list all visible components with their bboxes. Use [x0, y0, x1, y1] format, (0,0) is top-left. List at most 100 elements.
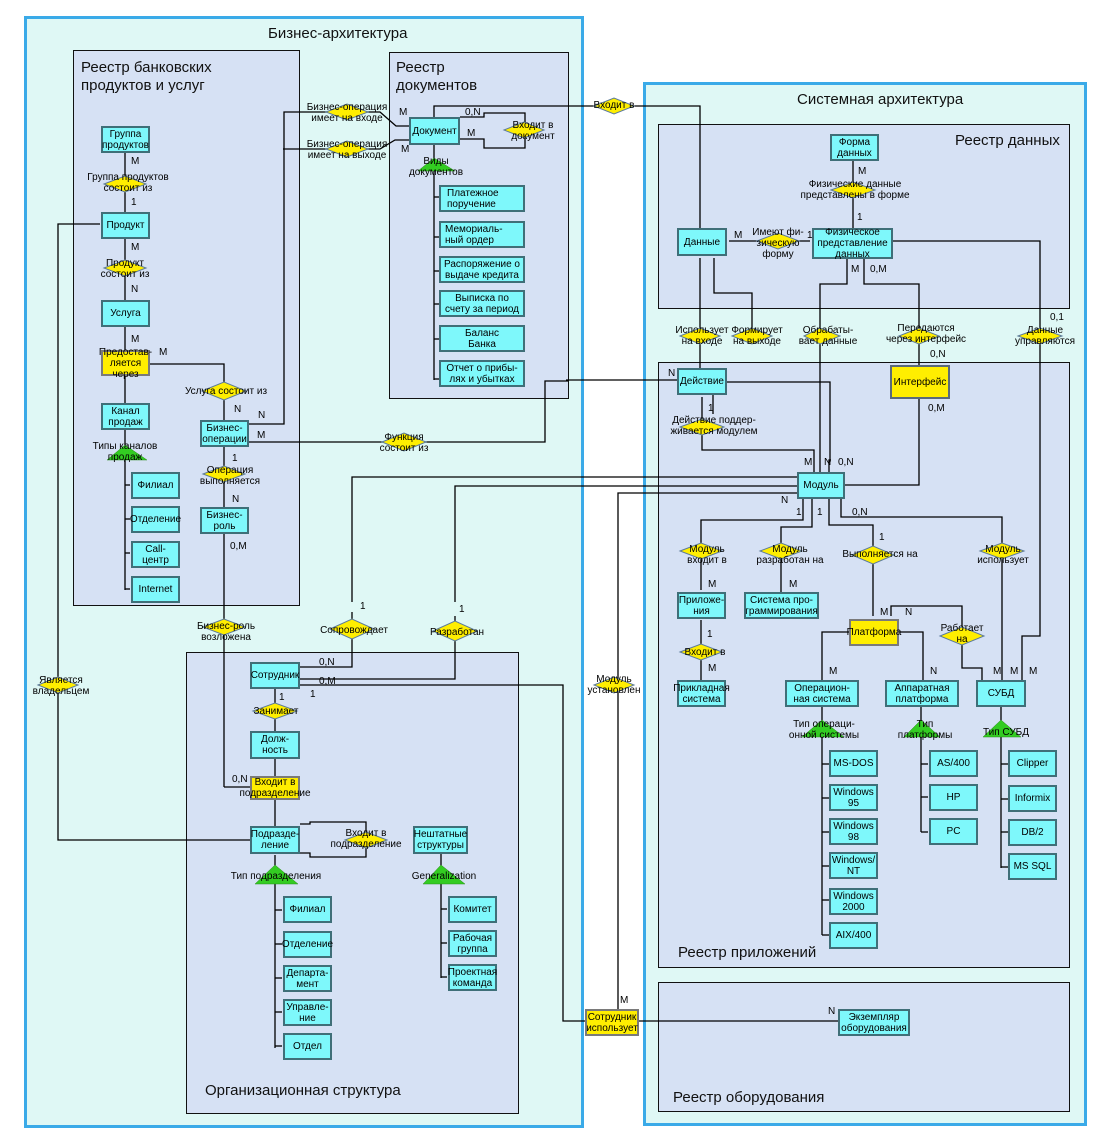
cardinality: 0,M	[319, 676, 336, 687]
entity-doc-statement[interactable]: Выписка по счету за период	[439, 290, 525, 317]
entity-equipment-instance[interactable]: Экземпляр оборудования	[838, 1009, 910, 1036]
label-dbms-type: Тип СУБД	[982, 727, 1030, 738]
entity-programming-system[interactable]: Система про- граммирования	[744, 592, 819, 619]
entity-dept-office[interactable]: Отделение	[282, 931, 333, 958]
entity-data-form[interactable]: Форма данных	[830, 134, 879, 161]
entity-doc-payment-order[interactable]: Платежное поручение	[439, 185, 525, 212]
label-action-supported: Действие поддер- живается модулем	[670, 415, 758, 437]
cardinality: 1	[879, 532, 885, 543]
entity-doc-pnl[interactable]: Отчет о прибы- лях и убытках	[439, 360, 525, 387]
entity-operating-system[interactable]: Операцион- ная система	[785, 680, 859, 707]
entity-informal-structures[interactable]: Нештатные структуры	[413, 826, 468, 854]
cardinality: 1	[360, 601, 366, 612]
entity-db-clipper[interactable]: Clipper	[1008, 750, 1057, 777]
cardinality: 1	[817, 507, 823, 518]
entity-project-team[interactable]: Проектная команда	[448, 964, 497, 991]
entity-work-group[interactable]: Рабочая группа	[448, 930, 497, 957]
entity-os-winnt[interactable]: Windows/ NT	[829, 852, 878, 879]
entity-employee[interactable]: Сотрудник	[250, 662, 300, 689]
entity-product-group[interactable]: Группа продуктов	[101, 126, 150, 153]
entity-doc-memorial-order[interactable]: Мемориаль- ный ордер	[439, 221, 525, 248]
entity-hardware-platform[interactable]: Аппаратная платформа	[885, 680, 959, 707]
diamond-phys-in-form	[829, 181, 877, 199]
entity-db-db2[interactable]: DB/2	[1008, 819, 1057, 846]
entity-dept-section[interactable]: Отдел	[283, 1033, 332, 1060]
entity-doc-credit-order[interactable]: Распоряжение о выдаче кредита	[439, 256, 525, 283]
entity-document[interactable]: Документ	[409, 117, 460, 145]
equipment-registry-title: Реестр оборудования	[673, 1089, 825, 1106]
entity-business-operations[interactable]: Бизнес- операции	[200, 420, 249, 447]
diamond-runs-on	[850, 545, 896, 565]
cardinality: N	[258, 410, 266, 421]
entity-dept-department[interactable]: Департа- мент	[283, 965, 332, 992]
assoc-provided-via[interactable]: Предостав- ляется через	[98, 346, 153, 380]
entity-channel-callcenter[interactable]: Call-центр	[131, 541, 180, 568]
entity-channel-internet[interactable]: Internet	[131, 576, 180, 603]
entity-physical-representation[interactable]: Физическое представление данных	[812, 227, 893, 260]
assoc-platform[interactable]: Платформа	[847, 619, 901, 646]
label-platform-type: Тип платформы	[897, 719, 953, 741]
cardinality: N	[232, 494, 240, 505]
entity-module[interactable]: Модуль	[797, 472, 845, 499]
cardinality: 1	[708, 403, 714, 414]
entity-dbms[interactable]: СУБД	[976, 680, 1026, 707]
entity-os-aix[interactable]: AIX/400	[829, 922, 878, 949]
label-is-owner: Является владельцем	[32, 675, 90, 697]
business-architecture-title: Бизнес-архитектура	[268, 25, 408, 42]
entity-service[interactable]: Услуга	[101, 300, 150, 327]
label-part-of-dept: Входит в подразделение	[330, 828, 402, 850]
diamond-enters-into	[592, 97, 636, 115]
entity-dept-directorate[interactable]: Управле- ние	[283, 999, 332, 1026]
diamond-app-enters	[678, 643, 724, 661]
label-service-consists: Услуга состоит из	[184, 386, 268, 397]
cardinality: 0,N	[852, 507, 868, 518]
entity-os-msdos[interactable]: MS-DOS	[829, 750, 878, 777]
entity-data[interactable]: Данные	[677, 228, 727, 256]
assoc-interface[interactable]: Интерфейс	[890, 365, 950, 399]
entity-channel-branch[interactable]: Филиал	[131, 472, 180, 499]
entity-applied-system[interactable]: Прикладная система	[673, 680, 730, 707]
triangle-dbms-type	[982, 719, 1022, 738]
entity-committee[interactable]: Комитет	[448, 896, 497, 923]
entity-channel-office[interactable]: Отделение	[130, 506, 181, 533]
label-processes-data: Обрабаты- вает данные	[798, 325, 858, 347]
cardinality: M	[858, 166, 867, 177]
label-works-on: Работает на	[940, 623, 984, 645]
cardinality: 1	[857, 212, 863, 223]
entity-doc-balance[interactable]: Баланс Банка	[439, 325, 525, 352]
label-has-phys-form: Имеют фи- зическую форму	[752, 227, 804, 260]
cardinality: M	[131, 334, 140, 345]
entity-product[interactable]: Продукт	[101, 212, 150, 239]
diamond-product-group-consists	[102, 175, 148, 193]
entity-os-win2000[interactable]: Windows 2000	[829, 888, 878, 915]
cardinality: 0,N	[232, 774, 248, 785]
entity-action[interactable]: Действие	[677, 368, 727, 395]
entity-hw-hp[interactable]: HP	[929, 784, 978, 811]
entity-os-win98[interactable]: Windows 98	[829, 818, 878, 845]
cardinality: 0,M	[928, 403, 945, 414]
cardinality: M	[1010, 666, 1019, 677]
entity-position[interactable]: Долж- ность	[250, 731, 300, 759]
entity-sales-channel[interactable]: Канал продаж	[101, 403, 150, 430]
entity-hw-pc[interactable]: PC	[929, 818, 978, 845]
entity-os-win95[interactable]: Windows 95	[829, 784, 878, 811]
cardinality: 0,M	[230, 541, 247, 552]
label-app-enters: Входит в	[684, 647, 726, 658]
entity-db-informix[interactable]: Informix	[1008, 785, 1057, 812]
cardinality: N	[234, 404, 242, 415]
cardinality: M	[131, 242, 140, 253]
cardinality: M	[131, 156, 140, 167]
entity-department[interactable]: Подразде- ление	[250, 826, 300, 854]
cardinality: 1	[310, 689, 316, 700]
cardinality: 1	[707, 629, 713, 640]
entity-dept-branch[interactable]: Филиал	[283, 896, 332, 923]
assoc-employee-uses[interactable]: Сотрудник использует	[585, 1009, 639, 1036]
cardinality: N	[828, 1006, 836, 1017]
cardinality: M	[829, 666, 838, 677]
entity-db-mssql[interactable]: MS SQL	[1008, 853, 1057, 880]
entity-applications[interactable]: Приложе- ния	[677, 592, 726, 619]
entity-business-role[interactable]: Бизнес- роль	[200, 507, 249, 534]
entity-hw-as400[interactable]: AS/400	[929, 750, 978, 777]
assoc-joins-department[interactable]: Входит в подразделение	[239, 776, 311, 800]
